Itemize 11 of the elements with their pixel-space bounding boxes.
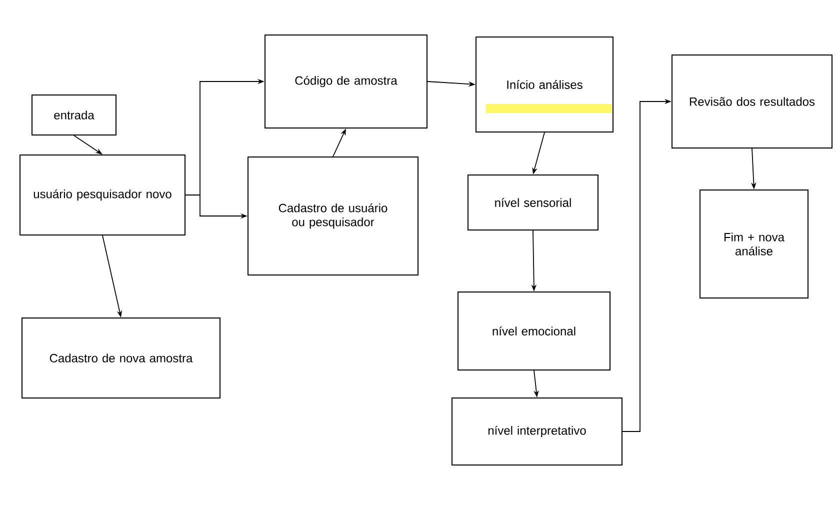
process-box: Cadastro de usuário ou pesquisador bbox=[248, 156, 418, 276]
process-box: nível sensorial bbox=[468, 174, 598, 230]
process-box: Fim + nova análise bbox=[700, 190, 809, 298]
process-box: nível interpretativo bbox=[452, 398, 622, 466]
process-box: Revisão dos resultados bbox=[672, 54, 833, 148]
process-box: usuário pesquisador novo bbox=[20, 154, 186, 236]
process-box: Código de amostra bbox=[264, 34, 428, 128]
process-box: nível emocional bbox=[458, 292, 610, 370]
process-box: Início análises bbox=[476, 36, 614, 132]
process-box: Cadastro de nova amostra bbox=[22, 318, 220, 398]
process-box: entrada bbox=[32, 94, 116, 136]
